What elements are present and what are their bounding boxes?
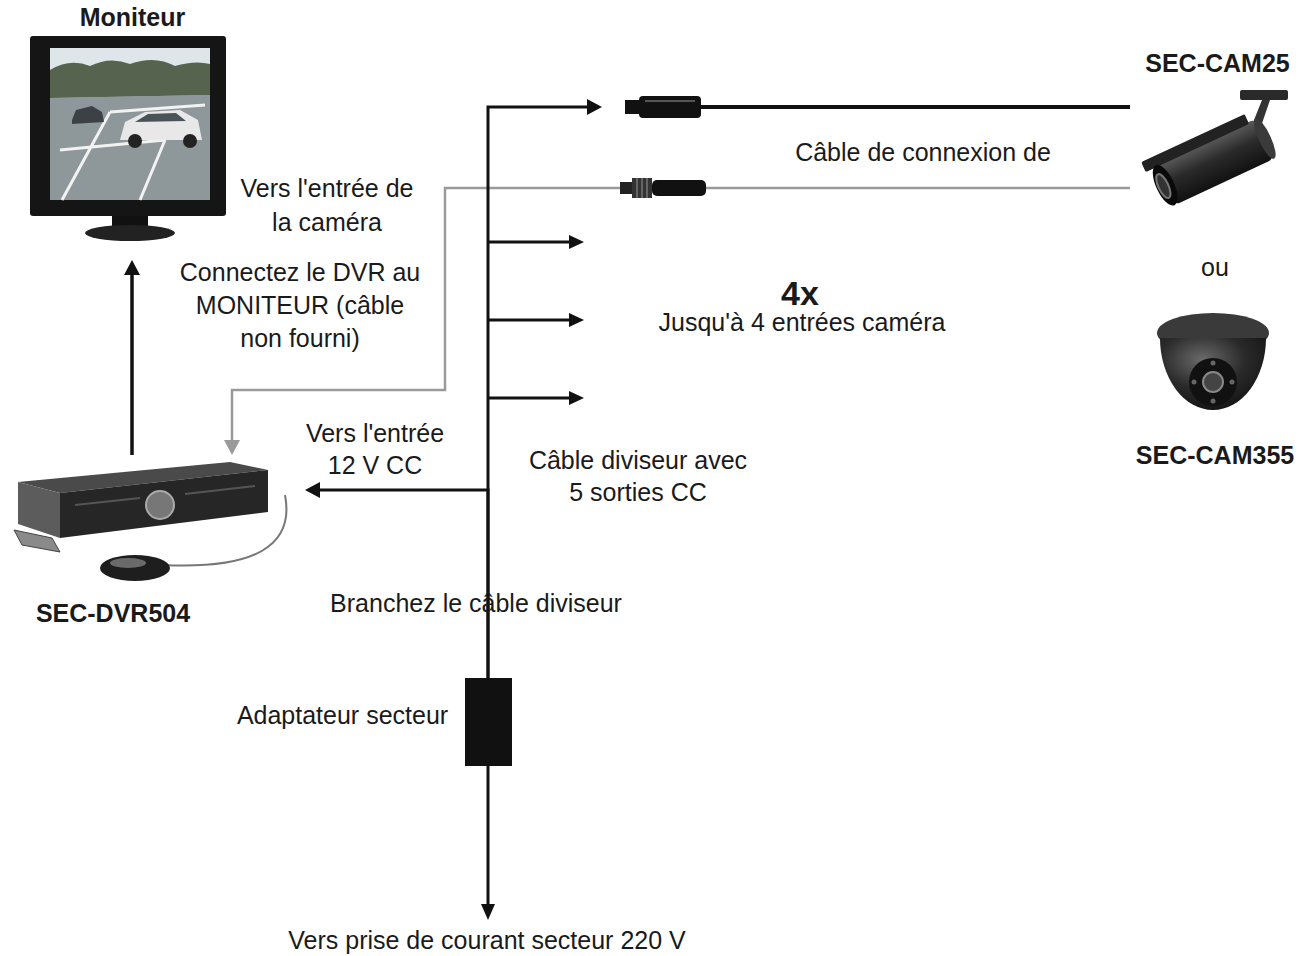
arrow-head: [481, 904, 495, 920]
arrow-head: [569, 235, 584, 249]
dome-lens-ring: [1189, 358, 1237, 406]
drawing-part: [1141, 108, 1279, 210]
annotation-text: 4x: [760, 274, 840, 312]
arrow-head: [124, 260, 140, 275]
camera-node: SEC-CAM355: [1125, 295, 1305, 470]
camera-back-cap: [1250, 116, 1279, 161]
arrow-head: [569, 313, 584, 327]
dvr-side: [18, 482, 60, 538]
connector-label: Vers l'entrée 12 V CC: [298, 417, 453, 481]
dome-shell: [1160, 338, 1266, 410]
annotation-text: Jusqu'à 4 entrées caméra: [637, 306, 967, 338]
arrow-head: [569, 391, 584, 405]
remote-control: [14, 530, 60, 552]
ir-led: [1192, 380, 1197, 385]
bullet-camera-illustration: [1141, 90, 1288, 210]
dome-lens: [1203, 372, 1223, 392]
cable-line: [130, 268, 134, 455]
dc-plug-tip: [625, 100, 640, 114]
dome-camera-illustration: [1157, 313, 1269, 410]
annotation-text: Branchez le câble diviseur: [306, 587, 646, 619]
annotation-text: ou: [1185, 251, 1245, 283]
camera-node: SEC-CAM25: [1130, 45, 1305, 225]
dvr-node: SEC-DVR504: [10, 455, 305, 630]
cable-line: [700, 105, 1130, 109]
mouse-highlight: [110, 558, 146, 568]
bnc-ridges: [637, 178, 647, 198]
camera-mount-plate: [1240, 90, 1288, 100]
node-label: SEC-CAM355: [1125, 440, 1305, 470]
plug-highlight: [645, 100, 695, 102]
dvr-front: [60, 470, 268, 538]
car-wheel: [128, 134, 142, 148]
camera-sunshade: [1141, 114, 1249, 172]
camera-lens: [1153, 172, 1173, 200]
mouse-cable: [162, 495, 286, 566]
car-window: [135, 113, 186, 122]
camera-front: [1148, 162, 1183, 209]
node-label: Moniteur: [25, 2, 240, 32]
dc-plug-body: [639, 96, 701, 118]
splitter-branches: [488, 235, 584, 405]
ir-led: [1211, 399, 1216, 404]
screen-trees: [50, 60, 210, 98]
node-label: Adaptateur secteur: [225, 700, 460, 730]
monitor-frame: [30, 36, 226, 216]
arrow-head: [587, 99, 602, 115]
dvr-illustration: [14, 462, 286, 581]
ir-led: [1211, 361, 1216, 366]
monitor-base: [85, 225, 175, 241]
bnc-tip: [620, 182, 632, 194]
parking-lines: [60, 105, 205, 200]
arrow-head: [224, 440, 240, 455]
connector-label: Vers l'entrée de la caméra: [230, 171, 425, 239]
node-label: SEC-DVR504: [10, 598, 216, 628]
dvr-panel-lines: [75, 486, 255, 505]
mains-cable: [487, 766, 490, 906]
splitter-branch: [488, 242, 572, 398]
adapter-node: Adaptateur secteur: [225, 678, 512, 766]
car-wheel: [183, 134, 197, 148]
power-adapter: [465, 678, 512, 766]
cable-connector: [124, 260, 140, 455]
screen-lot: [50, 95, 210, 200]
annotation-text: Câble de connexion de: [773, 136, 1073, 168]
dvr-dial: [146, 491, 174, 519]
mouse: [100, 555, 170, 581]
arrow-head: [305, 482, 320, 498]
screen-car: [72, 106, 104, 124]
ir-led: [1230, 380, 1235, 385]
cable-line: [313, 490, 488, 678]
node-label: SEC-CAM25: [1130, 48, 1305, 78]
monitor-screen: [50, 48, 210, 200]
connector-label: Connectez le DVR au MONITEUR (câble non …: [173, 256, 428, 355]
bnc-collar: [632, 178, 652, 198]
annotation-text: Câble diviseur avec 5 sorties CC: [521, 444, 756, 508]
monitor-node: Moniteur: [25, 2, 240, 260]
annotation-text: Vers prise de courant secteur 220 V: [267, 924, 707, 956]
bnc-body: [652, 180, 706, 196]
cable-connector: [305, 482, 488, 678]
monitor-illustration: [30, 36, 226, 241]
